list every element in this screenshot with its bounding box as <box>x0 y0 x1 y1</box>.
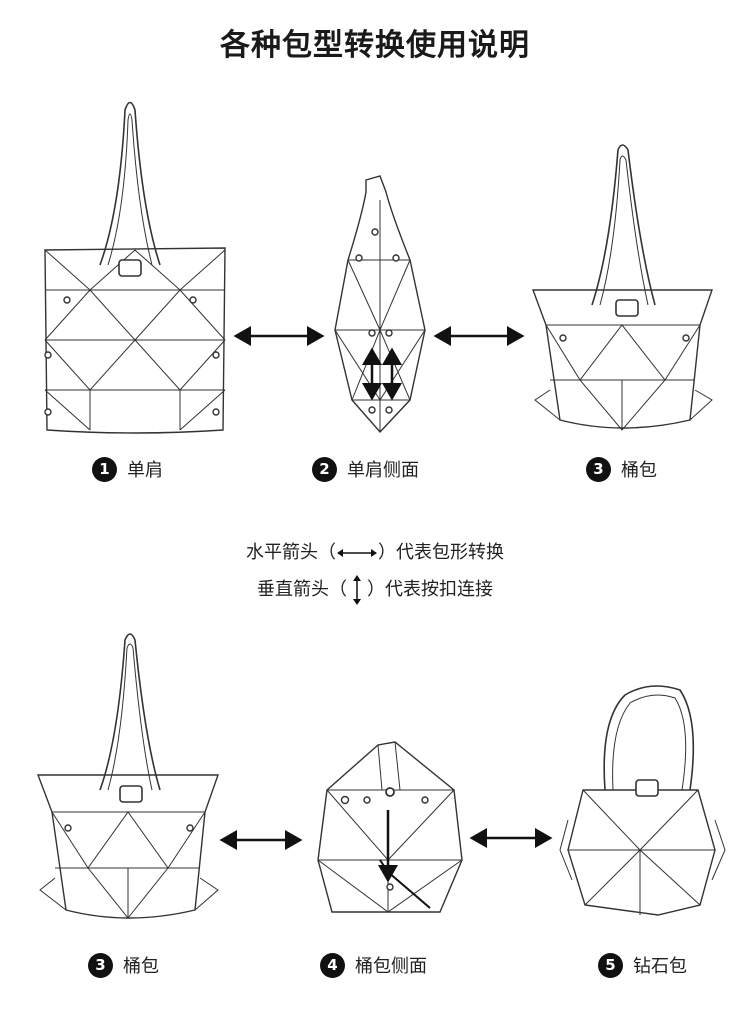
label-shoulder-side: 2 单肩侧面 <box>312 456 419 482</box>
step-number-badge: 4 <box>320 952 345 978</box>
step-number-badge: 3 <box>586 456 611 482</box>
bag-bucket-illustration-2 <box>36 633 219 919</box>
bag-bucket-illustration <box>531 144 713 431</box>
page-title: 各种包型转换使用说明 <box>220 28 530 63</box>
legend-text: 水平箭头（ <box>246 542 336 563</box>
step-number-badge: 3 <box>88 952 113 978</box>
label-text: 桶包侧面 <box>355 956 427 977</box>
bag-shoulder-side-illustration <box>334 175 426 434</box>
label-text: 单肩 <box>127 460 163 481</box>
bag-bucket-side-illustration <box>317 741 463 913</box>
bag-shoulder-illustration <box>44 101 226 434</box>
label-bucket-side: 4 桶包侧面 <box>320 952 427 978</box>
label-text: 钻石包 <box>633 956 687 977</box>
label-text: 桶包 <box>123 956 159 977</box>
legend-horizontal: 水平箭头（ ）代表包形转换 <box>0 538 750 564</box>
legend-vertical: 垂直箭头（ ）代表按扣连接 <box>0 574 750 606</box>
label-bucket: 3 桶包 <box>586 456 657 482</box>
vertical-arrow-icon <box>353 575 361 605</box>
legend-text: ）代表按扣连接 <box>367 579 493 600</box>
step-number-badge: 1 <box>92 456 117 482</box>
label-bucket-2: 3 桶包 <box>88 952 159 978</box>
label-text: 桶包 <box>621 460 657 481</box>
legend-text: ）代表包形转换 <box>378 542 504 563</box>
step-number-badge: 2 <box>312 456 337 482</box>
fold-marker <box>379 859 431 909</box>
horizontal-arrow-icon <box>337 549 377 557</box>
label-diamond: 5 钻石包 <box>598 952 687 978</box>
label-shoulder: 1 单肩 <box>92 456 163 482</box>
step-number-badge: 5 <box>598 952 623 978</box>
legend-text: 垂直箭头（ <box>257 579 347 600</box>
bag-diamond-illustration <box>559 685 726 916</box>
label-text: 单肩侧面 <box>347 460 419 481</box>
